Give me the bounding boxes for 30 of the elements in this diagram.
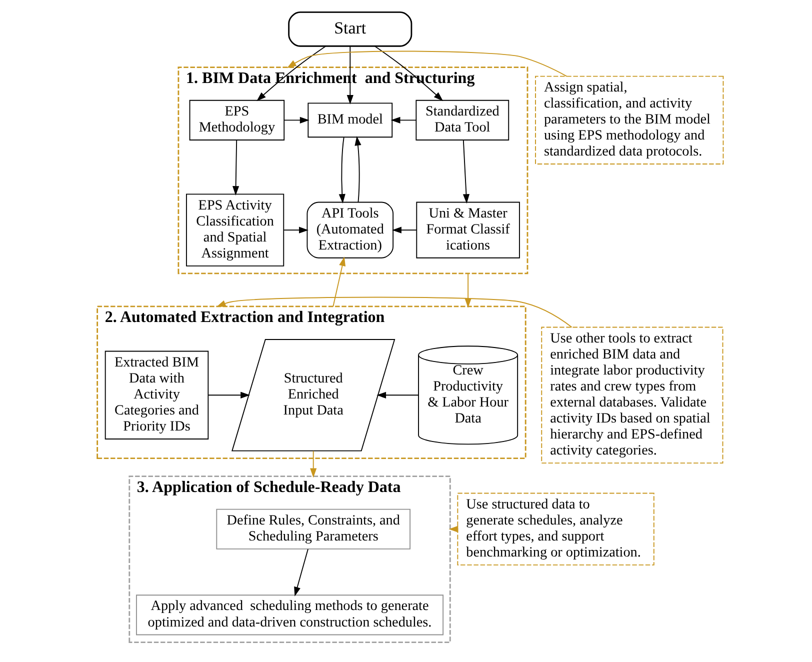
arrow <box>294 548 308 596</box>
node-box: Extracted BIM Data with Activity Categories and Priority IDs <box>104 350 208 440</box>
arrow <box>283 226 308 234</box>
arrow <box>310 450 316 478</box>
arrow <box>207 392 250 398</box>
arrow <box>338 137 345 204</box>
arrow <box>286 50 567 77</box>
arrow <box>390 116 416 124</box>
arrow <box>464 272 471 308</box>
arrow <box>283 116 309 124</box>
arrow <box>232 140 239 196</box>
node-box: Start <box>288 11 412 47</box>
arrow <box>216 296 572 328</box>
arrow <box>392 226 416 234</box>
arrow <box>354 136 361 202</box>
node-box: API Tools (Automated Extraction) <box>306 202 394 258</box>
node-box: Uni & Master Format Classifications <box>416 202 520 258</box>
node-box: BIM model <box>307 102 392 138</box>
node-box: Standardized Data Tool <box>415 100 509 140</box>
node-box: Define Rules, Constraints, and Scheduling Parameters <box>216 508 410 550</box>
arrow <box>256 46 326 102</box>
arrow <box>346 46 353 104</box>
arrow <box>462 140 470 204</box>
node-box: Apply advanced scheduling methods to generate optimized and data-driven construction schedules. <box>136 594 444 636</box>
node-box: Use other tools to extract enriched BIM data and integrate labor productivity rates and crew types from external databases. Validate activity IDs based on spatial hierarchy and EPS-defined activity categories. <box>540 326 723 464</box>
arrow <box>332 256 346 307</box>
node-box: EPS Activity Classification and Spatial Assignment <box>186 194 284 266</box>
node-box: EPS Methodology <box>188 100 284 140</box>
arrow <box>376 392 418 398</box>
node-box: Assign spatial, classification, and activity parameters to the BIM model using EPS methodology and standardized data protocols. <box>534 76 724 164</box>
